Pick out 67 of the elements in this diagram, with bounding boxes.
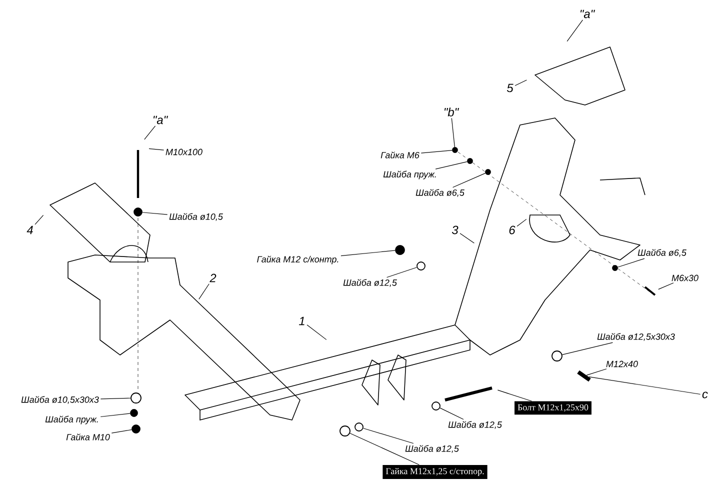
leader-line <box>658 282 674 290</box>
part-label: M12x40 <box>606 360 638 368</box>
nut <box>132 424 140 434</box>
part-label: Шайба ø12,5x30x3 <box>597 333 675 341</box>
washer <box>354 422 364 432</box>
part-label: Шайба пруж. <box>383 170 436 180</box>
part-label: M6x30 <box>672 274 698 282</box>
leader-line <box>588 376 701 395</box>
leader-line <box>451 118 455 148</box>
leader-line <box>420 150 452 154</box>
callout-number: 2 <box>210 274 216 282</box>
callout-number: "a" <box>580 10 596 18</box>
callout-number: 5 <box>506 84 514 92</box>
washer <box>134 208 142 216</box>
leader-line <box>340 250 396 256</box>
leader-line <box>618 258 645 268</box>
part-label: Гайка M12 с/контр. <box>257 256 338 264</box>
part-label: Гайка M10 <box>66 434 110 440</box>
washer <box>416 262 426 270</box>
part-label: Шайба ø6,5 <box>416 189 464 197</box>
leader-line <box>100 398 131 400</box>
leader-line <box>586 368 607 376</box>
part-label: Шайба ø6,5 <box>638 249 686 257</box>
boxed-label: Болт M12x1,25x90 <box>514 401 592 415</box>
leader-line <box>514 80 527 86</box>
leader-line <box>460 233 474 244</box>
callout-number: "a" <box>154 116 168 124</box>
callout-number: 3 <box>452 226 458 234</box>
part-label: Шайба ø10,5x30x3 <box>21 396 99 404</box>
leader-line <box>198 284 210 300</box>
leader-line <box>562 342 613 356</box>
callout-number: c <box>702 392 708 398</box>
part-label: Шайба пруж. <box>45 416 98 424</box>
callout-number: 4 <box>26 226 33 234</box>
part-label: Шайба ø12,5 <box>343 279 397 287</box>
washer <box>340 426 350 436</box>
leader-line <box>386 267 418 278</box>
leader-line <box>440 408 464 420</box>
leader-line <box>435 161 468 170</box>
part-label: Шайба ø10,5 <box>169 213 223 221</box>
spring-washer <box>130 409 138 417</box>
leader-line <box>516 218 527 227</box>
leader-line <box>144 126 156 140</box>
leader-line <box>452 172 486 188</box>
part-label: Шайба ø12,5 <box>448 421 502 429</box>
callout-number: 1 <box>298 316 304 326</box>
leader-line <box>350 432 420 466</box>
washer <box>130 392 142 404</box>
nut <box>395 245 405 255</box>
part-label: M10x100 <box>166 148 202 156</box>
leader-line <box>497 390 532 402</box>
washer <box>552 350 562 362</box>
leader-line <box>566 20 583 42</box>
leader-line <box>362 428 414 444</box>
callout-number: "b" <box>444 108 460 116</box>
leader-line <box>142 212 168 215</box>
leader-line <box>100 413 130 418</box>
washer <box>432 402 440 410</box>
leader-line <box>111 429 132 434</box>
leader-line <box>148 148 164 150</box>
bolt <box>577 370 591 382</box>
part-label: Шайба ø12,5 <box>405 445 459 453</box>
leader-line <box>34 214 44 225</box>
leader-line <box>306 324 327 340</box>
part-label: Гайка M6 <box>380 152 420 158</box>
callout-number: 6 <box>509 226 516 234</box>
boxed-label: Гайка M12x1,25 с/стопор. <box>382 464 488 480</box>
